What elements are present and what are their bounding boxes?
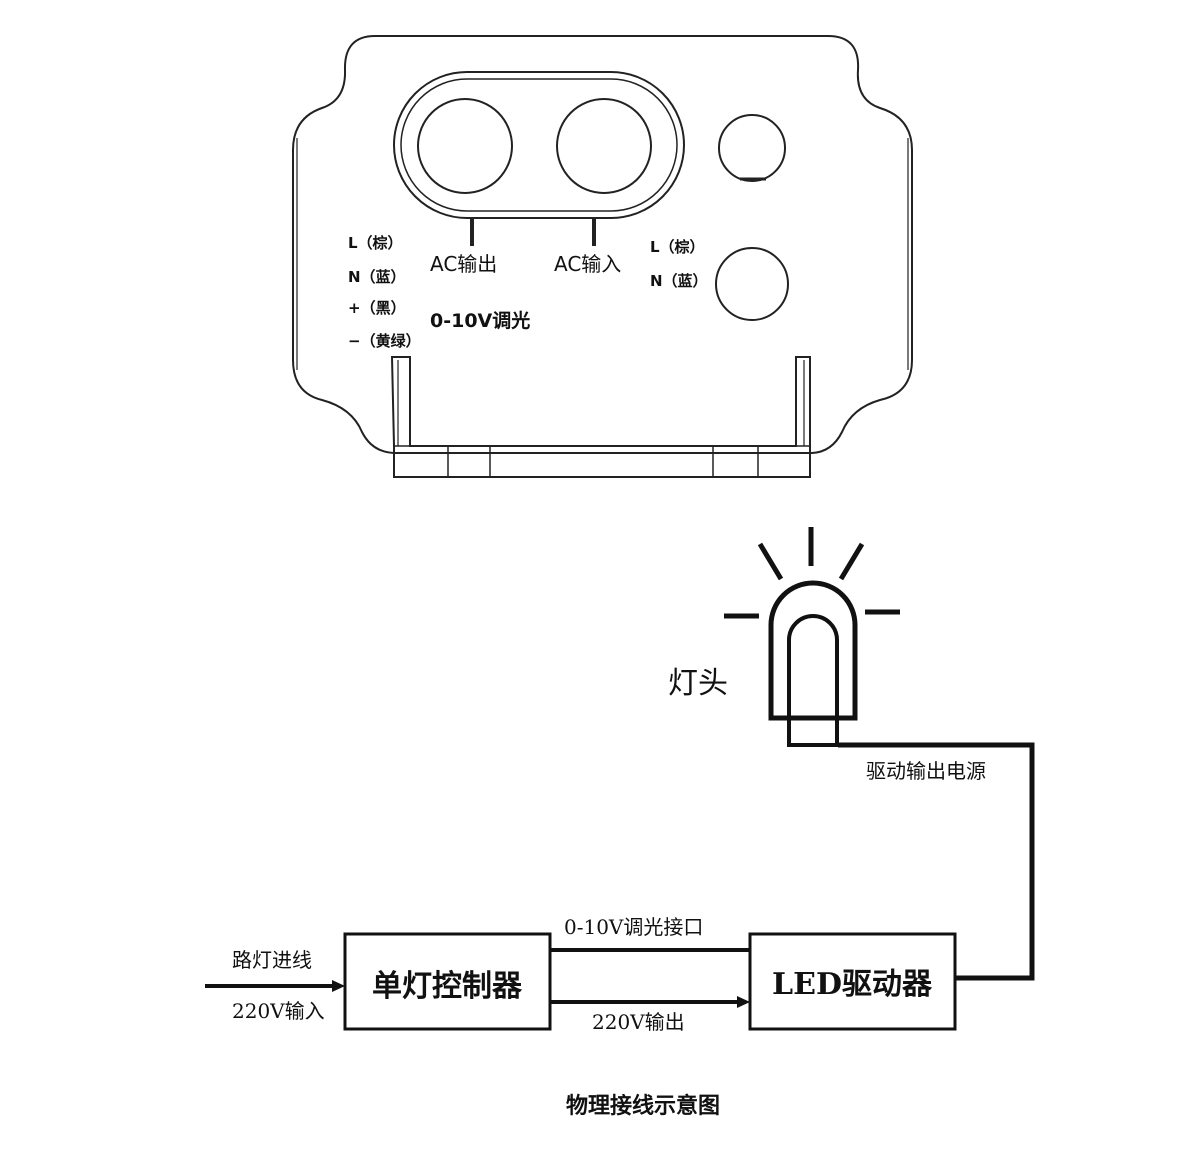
single-lamp-controller-box — [343, 932, 552, 1031]
driver-box-label: LED驱动器 — [772, 967, 933, 1002]
left-terminal-n: N（蓝） — [348, 268, 406, 286]
ac-socket-inner — [400, 78, 678, 212]
driver-output-label: 驱动输出电源 — [866, 759, 986, 783]
dimming-label: 0-10V调光 — [430, 309, 530, 332]
ac-input-label: AC输入 — [554, 252, 621, 276]
dimming-interface-label: 0-10V调光接口 — [564, 915, 703, 939]
controller-device-drawing — [292, 35, 913, 478]
lamp-icon — [724, 527, 900, 747]
ac-output-hole — [417, 98, 513, 194]
lamp-label: 灯头 — [668, 666, 728, 701]
controller-box-label: 单灯控制器 — [372, 969, 523, 1004]
ac-output-label: AC输出 — [430, 252, 497, 276]
incoming-feed-label: 路灯进线 — [232, 948, 312, 972]
right-terminal-n: N（蓝） — [650, 272, 708, 290]
wiring-lines — [205, 742, 1035, 1008]
device-housing-outline — [292, 35, 913, 454]
left-terminal-l: L（棕） — [348, 234, 403, 252]
ac-input-hole — [556, 98, 652, 194]
output-voltage-label: 220V输出 — [592, 1010, 685, 1034]
round-port-bottom — [715, 247, 789, 321]
ac-socket-outer — [393, 71, 685, 219]
led-driver-box — [748, 932, 957, 1031]
right-terminal-l: L（棕） — [650, 238, 705, 256]
round-port-top — [718, 114, 786, 182]
driver-to-lamp-wire — [838, 742, 1035, 981]
left-terminal-plus: +（黑） — [348, 299, 406, 317]
diagram-caption: 物理接线示意图 — [566, 1093, 720, 1119]
left-terminal-labels: L（棕） N（蓝） +（黑） −（黄绿） — [348, 234, 421, 350]
input-voltage-label: 220V输入 — [232, 999, 325, 1023]
right-terminal-labels: L（棕） N（蓝） — [650, 238, 708, 290]
mounting-bracket — [390, 356, 811, 478]
left-terminal-minus: −（黄绿） — [348, 332, 421, 350]
